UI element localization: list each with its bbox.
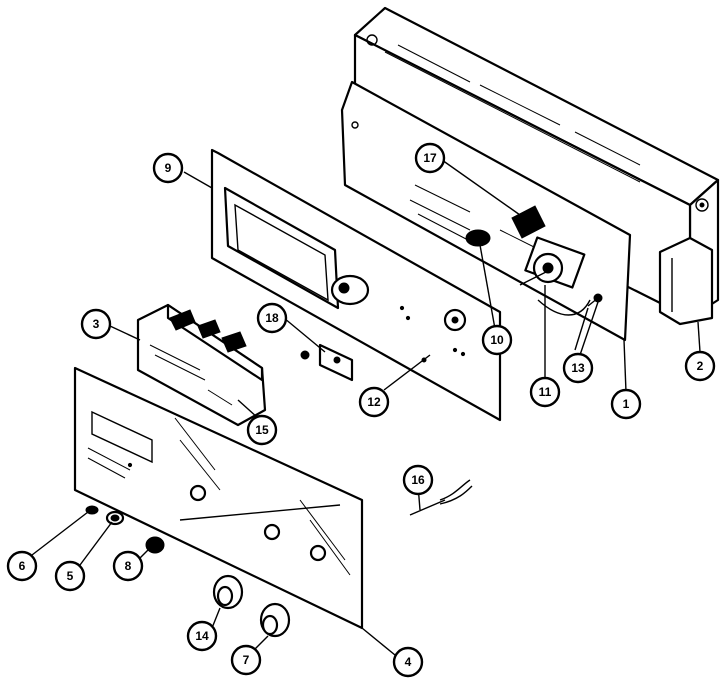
callout-label-16: 16 (411, 473, 425, 487)
callout-13: 13 (562, 352, 594, 384)
callout-16: 16 (402, 464, 434, 496)
callout-3: 3 (80, 308, 112, 340)
callout-7: 7 (230, 644, 262, 676)
callout-9: 9 (152, 152, 184, 184)
callout-label-8: 8 (125, 559, 132, 573)
callout-14: 14 (186, 620, 218, 652)
callout-label-1: 1 (623, 397, 630, 411)
callout-11: 11 (529, 376, 561, 408)
callout-label-5: 5 (67, 569, 74, 583)
callout-2: 2 (684, 350, 716, 382)
callout-label-18: 18 (265, 311, 279, 325)
side-bracket (658, 236, 714, 326)
callout-label-14: 14 (195, 629, 209, 643)
callout-label-2: 2 (697, 359, 704, 373)
knob-7 (259, 602, 291, 638)
callout-5: 5 (54, 560, 86, 592)
callout-6: 6 (6, 550, 38, 582)
callout-4: 4 (392, 646, 424, 678)
bracket-18 (300, 343, 354, 382)
callout-15: 15 (246, 414, 278, 446)
control-board (136, 303, 267, 427)
callout-10: 10 (481, 324, 513, 356)
callout-label-6: 6 (19, 559, 26, 573)
callout-18: 18 (256, 302, 288, 334)
callout-label-17: 17 (423, 151, 437, 165)
knob-14 (212, 574, 244, 610)
callout-label-7: 7 (243, 653, 250, 667)
callout-label-3: 3 (93, 317, 100, 331)
push-button-8 (145, 536, 165, 554)
callout-8: 8 (112, 550, 144, 582)
callout-12: 12 (358, 386, 390, 418)
callout-1: 1 (610, 388, 642, 420)
callout-label-4: 4 (405, 655, 412, 669)
callout-label-13: 13 (571, 361, 585, 375)
push-button-6 (85, 505, 99, 515)
callout-17: 17 (414, 142, 446, 174)
callout-label-11: 11 (539, 385, 552, 399)
callout-label-10: 10 (490, 333, 504, 347)
screw-13 (587, 293, 603, 307)
sensor-probe-16 (409, 479, 473, 516)
callout-label-12: 12 (367, 395, 381, 409)
callout-label-9: 9 (165, 161, 172, 175)
mounting-frame-panel (210, 148, 502, 422)
clock-motor-assembly (465, 205, 591, 316)
leader-lines (31, 159, 701, 656)
push-button-5 (105, 510, 125, 526)
callout-label-15: 15 (255, 423, 269, 437)
